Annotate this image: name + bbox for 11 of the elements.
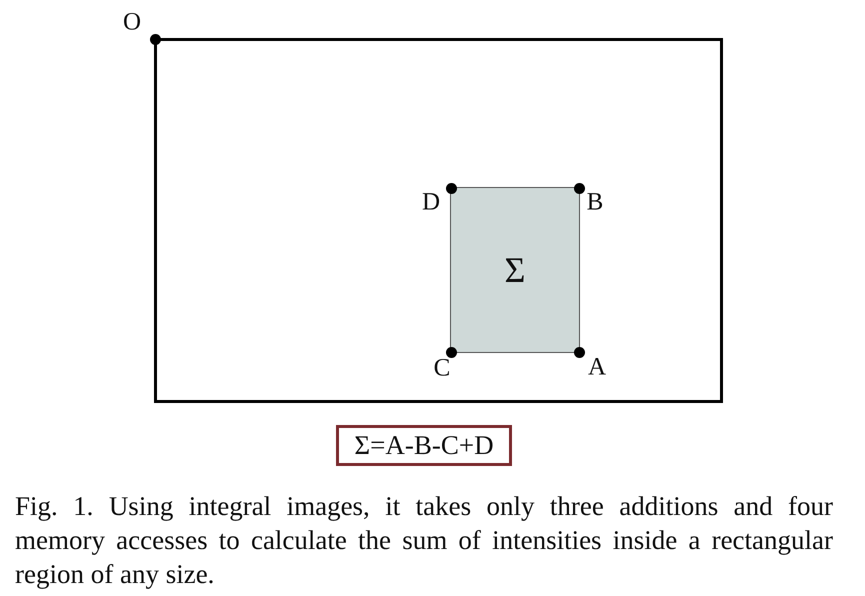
sum-symbol: Σ [504, 252, 526, 288]
formula-box [336, 425, 512, 466]
point-label: B [586, 190, 604, 214]
image-frame [154, 38, 723, 403]
point-label: A [588, 354, 606, 380]
point-label: C [434, 356, 450, 380]
point-label: O [122, 10, 142, 34]
formula-text: Σ=A-B-C+D [354, 432, 494, 459]
shaded-region [450, 187, 580, 353]
figure-caption: Fig. 1. Using integral images, it takes only three additions and four memory accesses to calculate the sum of intensities inside a rectangular region of any size. [15, 490, 833, 591]
point-label: D [422, 190, 440, 214]
